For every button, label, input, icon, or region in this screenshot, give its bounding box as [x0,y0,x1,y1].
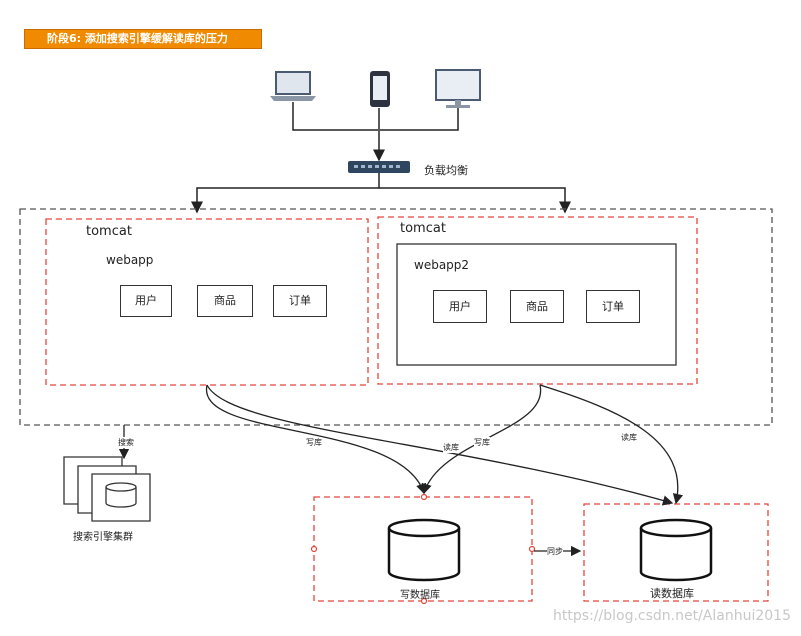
cluster-container [19,208,773,426]
tomcat2-label: tomcat [400,221,446,236]
tomcat1-write-edge [206,384,427,495]
module-user: 用户 [120,285,172,317]
database-icon [105,482,137,508]
monitor-icon [435,69,481,108]
lb-to-tomcat2 [379,187,571,214]
module-product-2: 商品 [510,290,564,323]
sync-edge-label: 同步 [547,546,563,557]
load-balancer-label: 负载均衡 [424,164,468,177]
connection-points [310,493,536,605]
tomcat2-frame [377,216,698,385]
write-db-label: 写数据库 [400,590,440,601]
database-icon [639,518,713,582]
webapp2-label: webapp2 [414,258,470,272]
laptop-icon [270,71,316,101]
module-product: 商品 [197,285,253,317]
module-order-2: 订单 [586,290,640,323]
tomcat2-read-edge [539,384,684,505]
watermark: https://blog.csdn.net/Alanhui2015 [553,608,791,624]
read-db-label: 读数据库 [650,587,694,600]
read-edge-label-2: 读库 [621,432,637,443]
tomcat1-read-edge [206,384,674,506]
monitor-link [380,108,459,131]
webapp2-frame [396,243,677,366]
lb-to-tomcat1 [191,173,380,214]
phone-icon [370,71,390,107]
search-cluster-label: 搜索引擎集群 [73,532,133,543]
database-icon [387,518,461,582]
tomcat1-label: tomcat [86,224,132,239]
module-user-2: 用户 [433,290,487,323]
write-edge-label-1: 写库 [306,437,322,448]
load-balancer-icon [348,161,410,173]
search-edge-label: 搜索 [118,437,134,448]
diagram-title: 阶段6: 添加搜索引擎缓解读库的压力 [24,29,262,49]
tomcat2-write-edge [421,384,542,495]
laptop-link [292,102,378,131]
read-edge-label-1: 读库 [443,442,459,453]
webapp-label: webapp [106,253,154,267]
write-edge-label-2: 写库 [474,437,490,448]
module-order: 订单 [273,285,327,317]
tomcat1-frame [45,218,369,386]
